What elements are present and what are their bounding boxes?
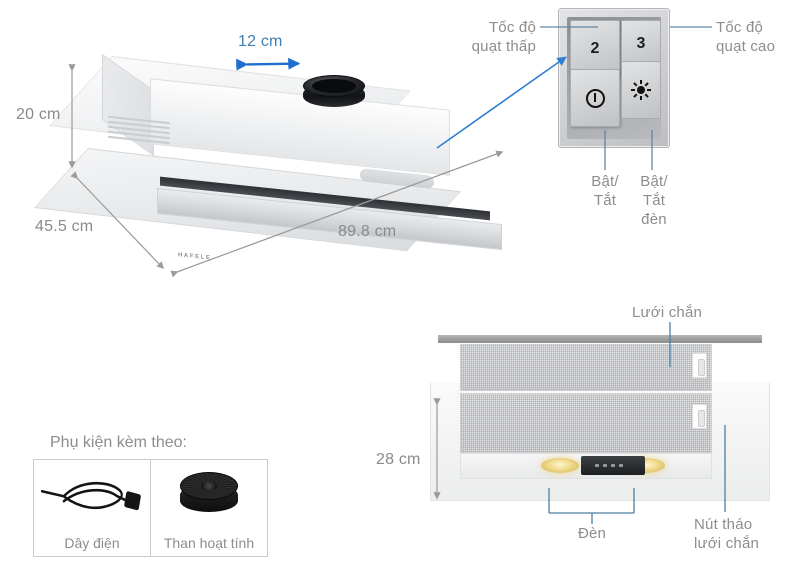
carbon-filter-icon [151,460,267,535]
accessory-item-carbon-filter: Than hoạt tính [150,460,267,556]
fan-speed-low-button[interactable]: 2 [570,20,620,77]
fan-speed-high-button[interactable]: 3 [621,20,661,68]
grease-filter-lower [460,393,712,453]
power-cord-icon [34,460,150,535]
filter-release-latch-lower[interactable] [692,404,707,429]
hood-isometric-illustration: HAFELE [33,20,520,285]
lamp-left [541,458,579,473]
brand-logo: HAFELE [178,252,212,262]
control-panel: 2 3 [558,8,670,148]
label-depth-45-5cm: 45.5 cm [35,218,94,235]
callout-filter: Lưới chắn [632,304,703,321]
accessory-label: Than hoạt tính [163,535,255,551]
light-icon [631,80,651,100]
hood-side-louvres [108,113,170,156]
light-button[interactable] [621,61,661,119]
filter-release-latch-upper[interactable] [692,353,707,378]
hood-top-strip [438,335,762,343]
power-button[interactable] [570,69,620,127]
callout-power: Bật/ Tắt [591,173,619,209]
accessory-label: Dây điện [64,535,120,551]
accessories-box: Dây điện Than hoạt tính [33,459,268,557]
inner-switch-block [581,456,645,475]
callout-lights: Đèn [577,525,607,542]
callout-fan-high: Tốc độ quạt cao [716,19,776,55]
duct-outlet [303,75,365,109]
label-front-height-28cm: 28 cm [376,451,421,468]
label-duct-12cm: 12 cm [238,33,283,50]
power-icon [585,88,605,108]
callout-filter-release: Nút tháo lưới chắn [694,516,760,552]
label-width-89-8cm: 89.8 cm [338,223,397,240]
callout-fan-low: Tốc độ quạt thấp [471,19,536,55]
callout-light: Bật/ Tắt đèn [640,173,668,228]
label-height-20cm: 20 cm [16,106,61,123]
lamp-housing-bar [460,453,712,479]
hood-front-view-illustration [430,335,770,515]
accessories-title: Phụ kiện kèm theo: [50,434,187,451]
accessory-item-power-cord: Dây điện [34,460,150,556]
grease-filter-upper [460,344,712,391]
